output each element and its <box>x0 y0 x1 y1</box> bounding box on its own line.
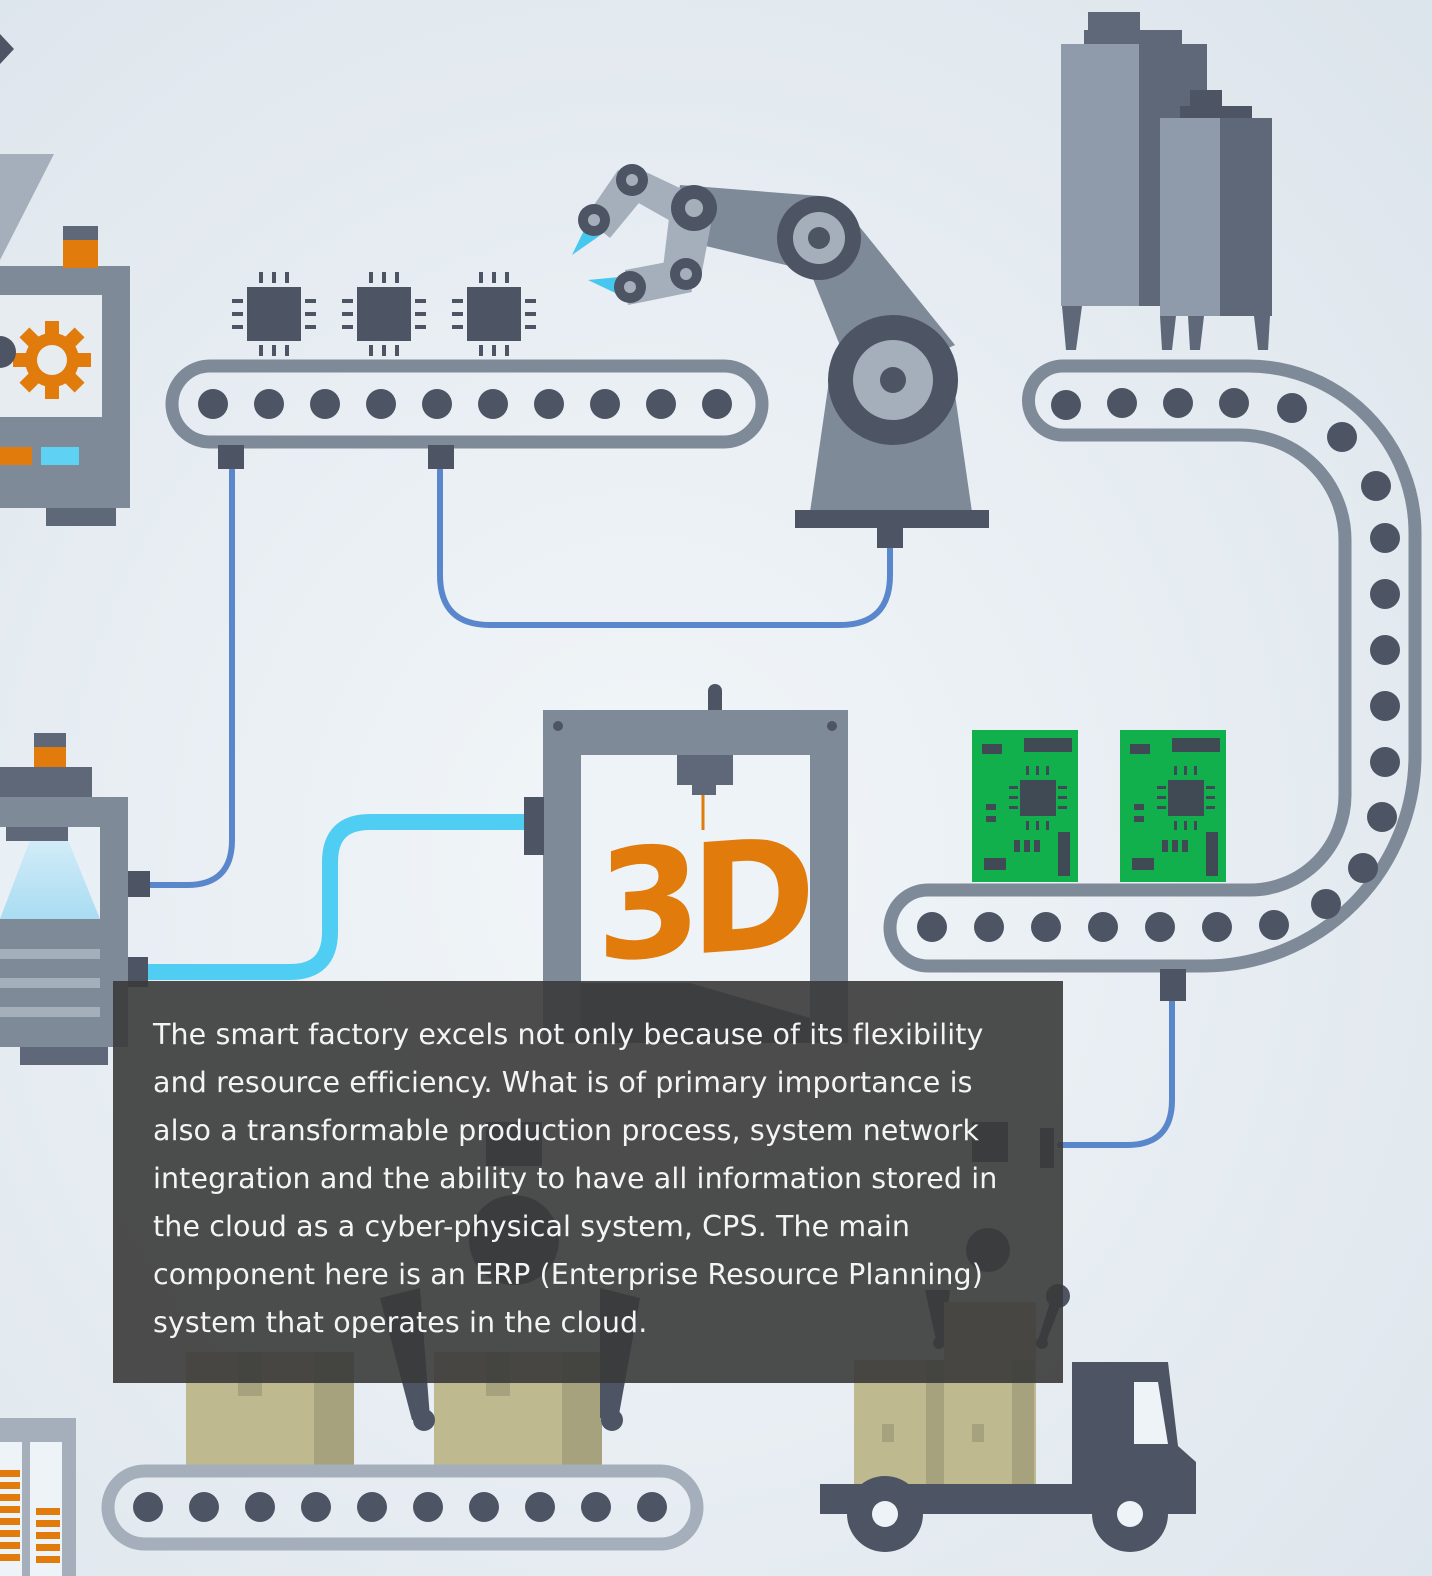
cable-blue-robot <box>437 467 893 628</box>
scanner-machine <box>0 733 150 1065</box>
bottom-left-gauges <box>0 1418 76 1576</box>
conveyor-top <box>165 359 769 469</box>
microchip-icon <box>452 272 536 356</box>
cable-cyan-printer <box>132 814 538 980</box>
microchip-icon <box>232 272 316 356</box>
arrow-icon <box>0 34 14 64</box>
cable-blue-left <box>142 467 235 888</box>
gear-icon <box>0 336 16 368</box>
caption-text: The smart factory excels not only becaus… <box>153 1018 998 1339</box>
top-left-machine <box>0 34 130 526</box>
circuit-board-icon <box>1120 730 1226 882</box>
microchip-icon <box>342 272 426 356</box>
conveyor-bottom <box>101 1464 704 1551</box>
circuit-board-icon <box>972 730 1078 882</box>
conveyor-curved-right <box>883 359 1422 1001</box>
cable-blue-right <box>1057 997 1175 1148</box>
caption-panel: The smart factory excels not only becaus… <box>113 981 1063 1383</box>
gear-icon <box>13 321 91 399</box>
robot-arm-icon <box>572 164 989 548</box>
printer-3d-label: 3D <box>596 805 809 997</box>
network-cables <box>132 467 1175 1148</box>
silo-icon <box>1061 12 1272 350</box>
